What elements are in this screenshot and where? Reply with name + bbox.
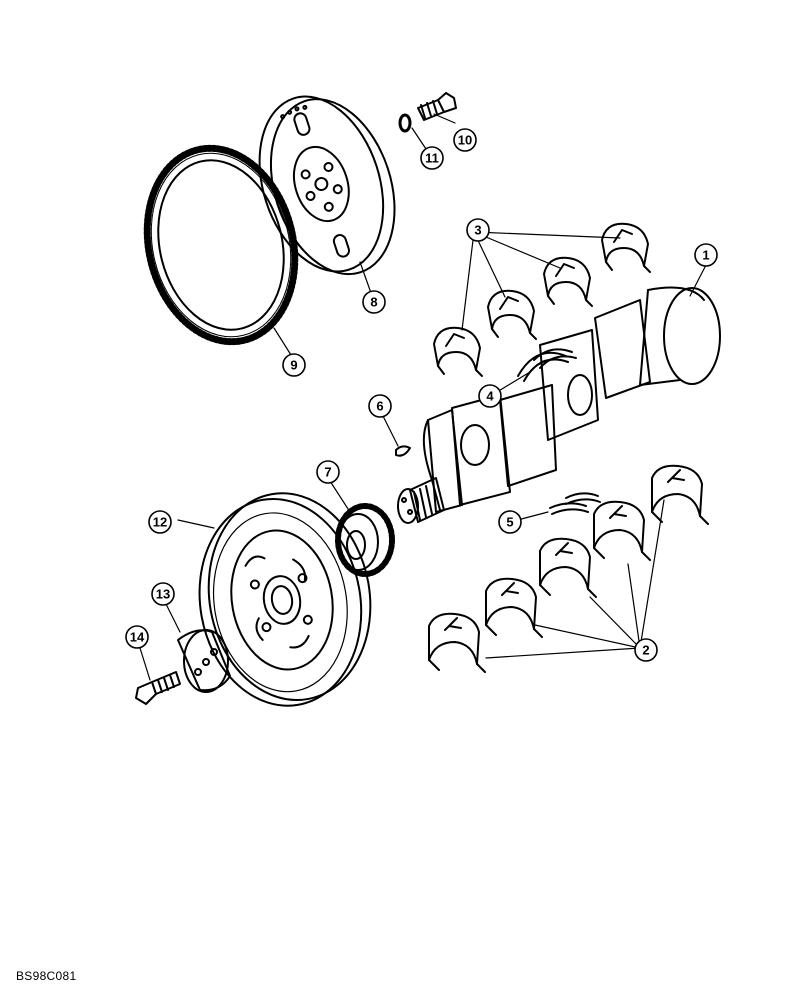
callout-11: 11 bbox=[420, 146, 444, 170]
woodruff-key bbox=[395, 445, 411, 457]
pulley-bolt bbox=[135, 671, 181, 705]
thrust-washers bbox=[517, 348, 601, 515]
callout-2: 2 bbox=[634, 638, 658, 662]
callout-label: 4 bbox=[486, 389, 494, 404]
crankshaft bbox=[397, 286, 721, 524]
callout-label: 11 bbox=[425, 151, 439, 166]
ring-gear bbox=[143, 144, 299, 346]
figure-id: BS98C081 bbox=[16, 969, 77, 983]
callout-5: 5 bbox=[498, 510, 522, 534]
callout-label: 10 bbox=[458, 133, 472, 148]
callout-4: 4 bbox=[478, 384, 502, 408]
upper-bearing-shells bbox=[433, 222, 651, 377]
callout-label: 2 bbox=[642, 643, 649, 658]
callout-12: 12 bbox=[148, 510, 172, 534]
callout-label: 12 bbox=[153, 515, 167, 530]
callout-6: 6 bbox=[368, 394, 392, 418]
callout-label: 7 bbox=[324, 465, 331, 480]
crankshaft-gear bbox=[335, 503, 395, 577]
callout-label: 13 bbox=[156, 587, 170, 602]
flywheel-bolt bbox=[417, 92, 457, 121]
callout-label: 14 bbox=[130, 630, 145, 645]
callout-label: 3 bbox=[474, 223, 481, 238]
callout-label: 6 bbox=[376, 399, 383, 414]
pulley-washer bbox=[177, 629, 231, 693]
callout-label: 1 bbox=[702, 248, 709, 263]
callout-label: 9 bbox=[290, 358, 297, 373]
callout-1: 1 bbox=[694, 243, 718, 267]
callout-8: 8 bbox=[362, 290, 386, 314]
callout-14: 14 bbox=[125, 625, 149, 649]
leader-lines bbox=[139, 113, 707, 681]
callout-3: 3 bbox=[466, 218, 490, 242]
callout-label: 8 bbox=[370, 295, 377, 310]
callout-7: 7 bbox=[316, 460, 340, 484]
flywheel bbox=[258, 95, 396, 276]
callout-13: 13 bbox=[151, 582, 175, 606]
callout-10: 10 bbox=[453, 128, 477, 152]
callout-9: 9 bbox=[282, 353, 306, 377]
flywheel-washer bbox=[398, 113, 412, 133]
callout-label: 5 bbox=[506, 515, 513, 530]
crankshaft-pulley bbox=[198, 492, 372, 707]
lower-bearing-shells bbox=[428, 464, 709, 673]
